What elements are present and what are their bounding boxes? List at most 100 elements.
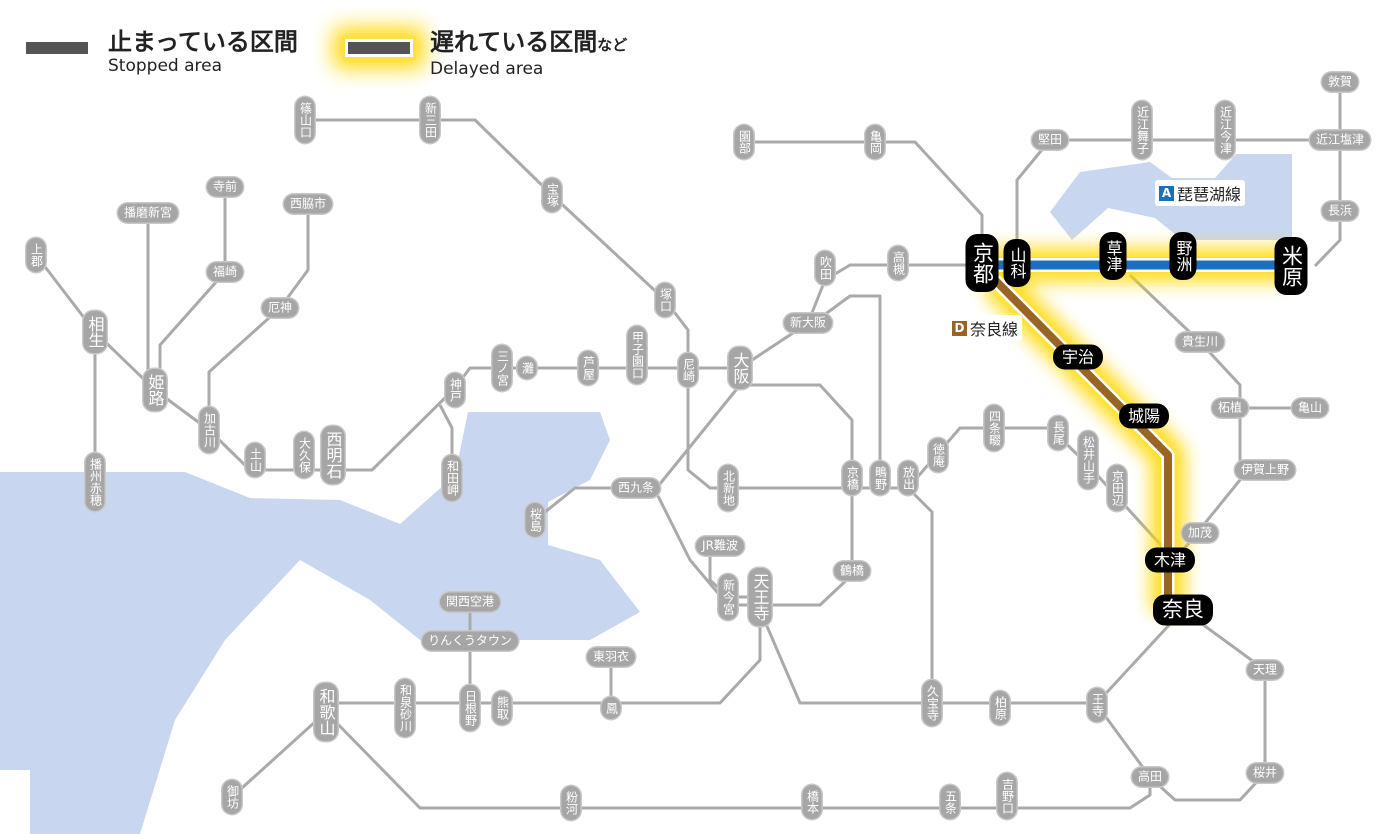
station-normal[interactable]: 加古川: [199, 407, 219, 453]
station-delayed[interactable]: 草津: [1099, 232, 1127, 280]
biwako-line-label[interactable]: A 琵琶湖線: [1155, 180, 1246, 206]
station-normal[interactable]: 京田辺: [1107, 465, 1127, 511]
station-normal[interactable]: 放出: [898, 461, 918, 495]
station-normal[interactable]: 鶴橋: [833, 561, 871, 581]
station-normal[interactable]: りんくうタウン: [422, 631, 518, 651]
station-normal[interactable]: 天王寺: [748, 568, 772, 626]
station-normal[interactable]: 熊取: [492, 691, 512, 725]
station-normal[interactable]: 天理: [1246, 660, 1284, 680]
station-normal[interactable]: 日根野: [460, 685, 480, 731]
station-normal[interactable]: 福崎: [206, 262, 244, 282]
station-normal[interactable]: 和歌山: [314, 683, 338, 741]
station-normal[interactable]: 新今宮: [718, 574, 738, 620]
station-normal[interactable]: 粉河: [561, 786, 581, 820]
station-normal[interactable]: 相生: [83, 311, 107, 353]
station-normal[interactable]: 園部: [734, 125, 754, 159]
station-normal[interactable]: 塚口: [655, 283, 675, 317]
station-normal[interactable]: 桜井: [1246, 763, 1284, 783]
station-normal[interactable]: 伊賀上野: [1234, 460, 1296, 480]
station-normal[interactable]: 柘植: [1211, 398, 1249, 418]
station-normal[interactable]: 近江塩津: [1309, 130, 1371, 150]
station-normal[interactable]: 五条: [940, 785, 960, 819]
station-normal[interactable]: 堅田: [1031, 130, 1069, 150]
line-hanwa: [326, 610, 762, 705]
station-normal[interactable]: 橋本: [802, 785, 822, 819]
station-normal[interactable]: 土山: [245, 443, 265, 477]
station-normal[interactable]: 四条畷: [984, 405, 1004, 451]
station-normal[interactable]: 大久保: [294, 432, 314, 478]
station-normal[interactable]: 高槻: [888, 246, 908, 280]
station-normal[interactable]: 柏原: [990, 691, 1010, 725]
station-normal[interactable]: 久宝寺: [922, 680, 942, 726]
station-normal[interactable]: 新大阪: [783, 313, 833, 333]
station-normal[interactable]: 関西空港: [439, 592, 501, 612]
line-wakayama: [324, 710, 1152, 810]
line-loop: [653, 383, 854, 607]
station-delayed[interactable]: 木津: [1144, 547, 1196, 573]
station-delayed[interactable]: 山科: [1003, 239, 1031, 287]
station-normal[interactable]: 姫路: [143, 369, 167, 411]
station-normal[interactable]: 吹田: [815, 251, 835, 285]
station-normal[interactable]: 西明石: [321, 426, 345, 484]
station-normal[interactable]: 甲子園口: [627, 326, 647, 384]
nara-line-name: 奈良線: [970, 320, 1019, 339]
legend-delayed-jp: 遅れている区間: [430, 28, 598, 56]
station-normal[interactable]: 播磨新宮: [117, 203, 179, 223]
station-normal[interactable]: 桜島: [525, 503, 545, 537]
station-normal[interactable]: 芦屋: [578, 351, 598, 385]
station-normal[interactable]: 長尾: [1048, 416, 1068, 450]
station-normal[interactable]: 大阪: [728, 347, 752, 389]
station-normal[interactable]: 亀岡: [865, 125, 885, 159]
line-sanin: [744, 140, 984, 263]
line-osaka-higashi: [819, 294, 882, 488]
station-normal[interactable]: 上郡: [26, 238, 46, 272]
station-normal[interactable]: 加茂: [1181, 523, 1219, 543]
station-normal[interactable]: 御坊: [222, 780, 242, 814]
station-normal[interactable]: 敦賀: [1321, 72, 1359, 92]
station-delayed[interactable]: 野洲: [1169, 232, 1197, 280]
station-normal[interactable]: 西九条: [611, 478, 661, 498]
station-normal[interactable]: 東羽衣: [586, 647, 636, 667]
line-kansai-iga: [1173, 408, 1242, 561]
delayed-swatch: [345, 39, 413, 57]
nara-line-label[interactable]: D 奈良線: [948, 315, 1023, 341]
station-delayed[interactable]: 宇治: [1052, 344, 1104, 370]
station-normal[interactable]: 三ノ宮: [492, 345, 512, 391]
station-normal[interactable]: 北新地: [718, 465, 738, 511]
station-normal[interactable]: 長浜: [1321, 201, 1359, 221]
station-normal[interactable]: 鳳: [601, 697, 621, 719]
station-normal[interactable]: 新三田: [420, 97, 440, 143]
station-normal[interactable]: 宝塚: [542, 178, 562, 212]
station-normal[interactable]: 篠山口: [295, 97, 315, 143]
station-normal[interactable]: 吉野口: [997, 773, 1017, 819]
station-normal[interactable]: 和泉砂川: [395, 679, 415, 737]
station-normal[interactable]: 王寺: [1087, 688, 1107, 722]
osaka-bay-water: [0, 412, 640, 834]
station-normal[interactable]: 厄神: [261, 298, 299, 318]
station-normal[interactable]: 京橋: [842, 461, 862, 495]
station-normal[interactable]: 松井山手: [1078, 431, 1098, 489]
station-normal[interactable]: 播州赤穂: [85, 453, 105, 511]
station-delayed[interactable]: 奈良: [1153, 594, 1213, 626]
station-normal[interactable]: 寺前: [206, 177, 244, 197]
station-delayed[interactable]: 米原: [1274, 237, 1308, 295]
station-normal[interactable]: 鴫野: [870, 461, 890, 495]
station-normal[interactable]: 徳庵: [928, 438, 948, 472]
station-normal[interactable]: 灘: [517, 357, 537, 379]
line-fukuchiyama: [305, 118, 908, 490]
station-delayed[interactable]: 城陽: [1118, 403, 1170, 429]
station-normal[interactable]: JR難波: [696, 536, 744, 556]
station-normal[interactable]: 貴生川: [1175, 332, 1225, 352]
line-bantan: [158, 187, 227, 390]
station-normal[interactable]: 西脇市: [283, 194, 333, 214]
station-normal[interactable]: 高田: [1131, 767, 1169, 787]
station-normal[interactable]: 近江今津: [1215, 101, 1235, 159]
station-delayed[interactable]: 京都: [965, 234, 999, 292]
line-katamachi-south: [906, 486, 934, 703]
station-normal[interactable]: 亀山: [1291, 398, 1329, 418]
station-normal[interactable]: 神戸: [445, 373, 465, 407]
station-normal[interactable]: 尼崎: [678, 353, 698, 387]
station-normal[interactable]: 近江舞子: [1132, 101, 1152, 159]
station-normal[interactable]: 和田岬: [442, 455, 462, 501]
